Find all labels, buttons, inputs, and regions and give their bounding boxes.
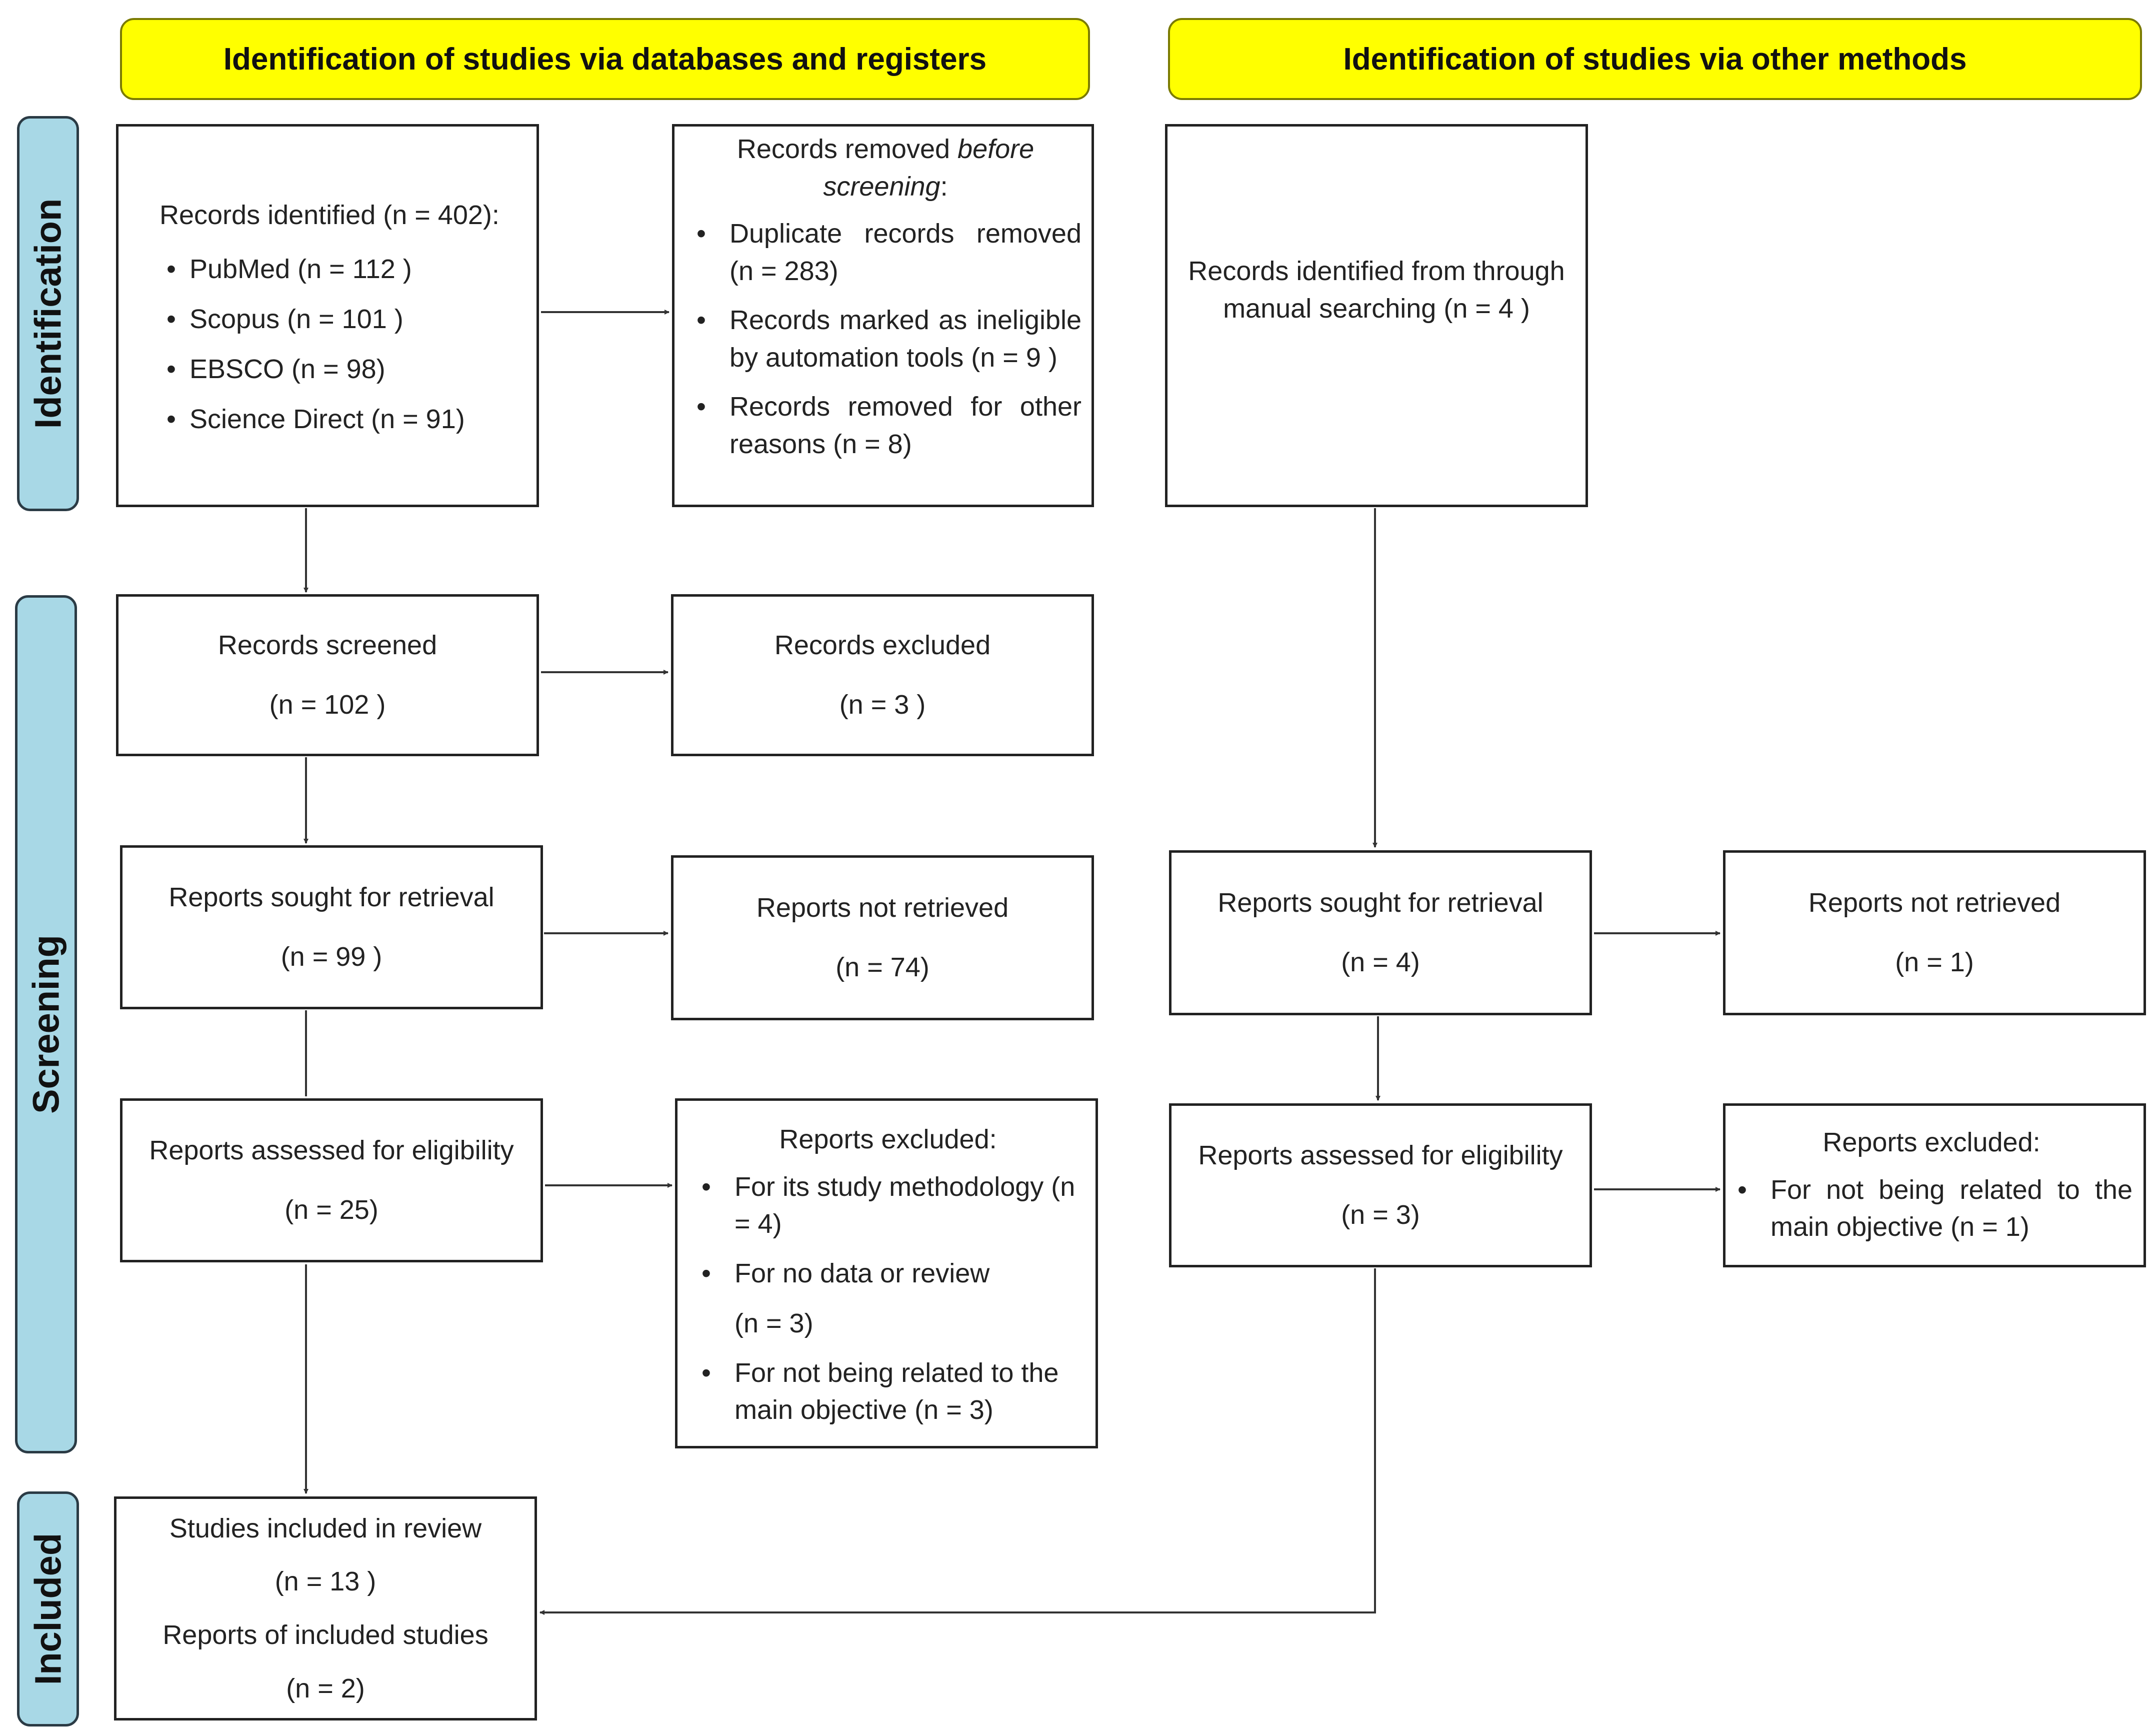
reports-excluded-item-text: For no data or review bbox=[734, 1258, 990, 1288]
manual-search-box: Records identified from through manual s… bbox=[1165, 124, 1588, 507]
reports-excluded-title: Reports excluded: bbox=[779, 1124, 997, 1154]
header-other-methods: Identification of studies via other meth… bbox=[1168, 18, 2142, 100]
other-reports-sought-title: Reports sought for retrieval bbox=[1218, 888, 1544, 918]
reports-assessed-box: Reports assessed for eligibility (n = 25… bbox=[120, 1098, 543, 1262]
phase-included: Included bbox=[17, 1491, 79, 1726]
records-removed-title-em: before screening bbox=[823, 134, 1034, 202]
reports-included-count: (n = 2) bbox=[286, 1673, 365, 1703]
reports-excluded-item: For not being related to the main object… bbox=[694, 1354, 1082, 1429]
other-reports-assessed-box: Reports assessed for eligibility (n = 3) bbox=[1169, 1103, 1592, 1267]
removed-item: Records marked as ineligible by automati… bbox=[690, 302, 1082, 376]
phase-screening: Screening bbox=[15, 595, 77, 1453]
records-identified-box: Records identified (n = 402): PubMed (n … bbox=[116, 124, 539, 507]
records-excluded-box: Records excluded (n = 3 ) bbox=[671, 594, 1094, 756]
records-removed-title-prefix: Records removed bbox=[736, 134, 958, 164]
records-removed-title-suffix: : bbox=[940, 171, 948, 202]
reports-excluded-box: Reports excluded: For its study methodol… bbox=[675, 1098, 1098, 1448]
reports-assessed-title: Reports assessed for eligibility bbox=[149, 1135, 514, 1166]
records-removed-title: Records removed before screening: bbox=[690, 131, 1082, 205]
database-item: PubMed (n = 112 ) bbox=[160, 244, 516, 294]
reports-sought-box: Reports sought for retrieval (n = 99 ) bbox=[120, 845, 543, 1009]
other-reports-sought-box: Reports sought for retrieval (n = 4) bbox=[1169, 850, 1592, 1015]
phase-identification: Identification bbox=[17, 116, 79, 511]
records-removed-box: Records removed before screening: Duplic… bbox=[672, 124, 1094, 507]
other-reports-excluded-box: Reports excluded: For not being related … bbox=[1723, 1103, 2146, 1267]
reports-not-retrieved-box: Reports not retrieved (n = 74) bbox=[671, 855, 1094, 1020]
records-excluded-count: (n = 3 ) bbox=[839, 690, 926, 720]
studies-included-count: (n = 13 ) bbox=[274, 1566, 376, 1597]
other-reports-assessed-count: (n = 3) bbox=[1341, 1200, 1420, 1230]
records-excluded-title: Records excluded bbox=[774, 630, 991, 661]
arrow-other-to-included bbox=[540, 1268, 1376, 1615]
other-reports-not-retrieved-box: Reports not retrieved (n = 1) bbox=[1723, 850, 2146, 1015]
other-reports-not-retrieved-count: (n = 1) bbox=[1895, 947, 1974, 977]
reports-sought-title: Reports sought for retrieval bbox=[168, 882, 494, 913]
header-databases: Identification of studies via databases … bbox=[120, 18, 1090, 100]
studies-included-box: Studies included in review (n = 13 ) Rep… bbox=[114, 1496, 537, 1720]
records-screened-box: Records screened (n = 102 ) bbox=[116, 594, 539, 756]
removed-item: Records removed for other reasons (n = 8… bbox=[690, 388, 1082, 463]
reports-excluded-item: For no data or review (n = 3) bbox=[694, 1255, 1082, 1342]
other-reports-assessed-title: Reports assessed for eligibility bbox=[1198, 1140, 1563, 1171]
database-item: EBSCO (n = 98) bbox=[160, 344, 516, 394]
other-reports-not-retrieved-title: Reports not retrieved bbox=[1808, 888, 2061, 918]
database-item: Science Direct (n = 91) bbox=[160, 394, 516, 444]
other-reports-excluded-list: For not being related to the main object… bbox=[1730, 1171, 2132, 1246]
records-screened-count: (n = 102 ) bbox=[269, 690, 386, 720]
removed-list: Duplicate records removed (n = 283) Reco… bbox=[690, 215, 1082, 463]
other-reports-excluded-title: Reports excluded: bbox=[1822, 1127, 2040, 1157]
other-reports-excluded-item: For not being related to the main object… bbox=[1730, 1171, 2132, 1246]
reports-not-retrieved-count: (n = 74) bbox=[836, 952, 930, 982]
reports-not-retrieved-title: Reports not retrieved bbox=[756, 893, 1009, 923]
reports-excluded-item: For its study methodology (n = 4) bbox=[694, 1168, 1082, 1243]
reports-included-title: Reports of included studies bbox=[162, 1620, 488, 1650]
reports-sought-count: (n = 99 ) bbox=[280, 942, 382, 972]
reports-assessed-count: (n = 25) bbox=[284, 1195, 378, 1225]
records-screened-title: Records screened bbox=[218, 630, 438, 661]
reports-excluded-list: For its study methodology (n = 4) For no… bbox=[694, 1168, 1082, 1429]
other-reports-sought-count: (n = 4) bbox=[1341, 947, 1420, 977]
manual-search-text: Records identified from through manual s… bbox=[1188, 256, 1565, 324]
reports-excluded-item-count: (n = 3) bbox=[734, 1308, 814, 1339]
records-identified-title: Records identified (n = 402): bbox=[160, 200, 500, 230]
database-item: Scopus (n = 101 ) bbox=[160, 294, 516, 344]
studies-included-title: Studies included in review bbox=[169, 1513, 482, 1543]
removed-item: Duplicate records removed (n = 283) bbox=[690, 215, 1082, 290]
database-list: PubMed (n = 112 ) Scopus (n = 101 ) EBSC… bbox=[160, 244, 516, 444]
